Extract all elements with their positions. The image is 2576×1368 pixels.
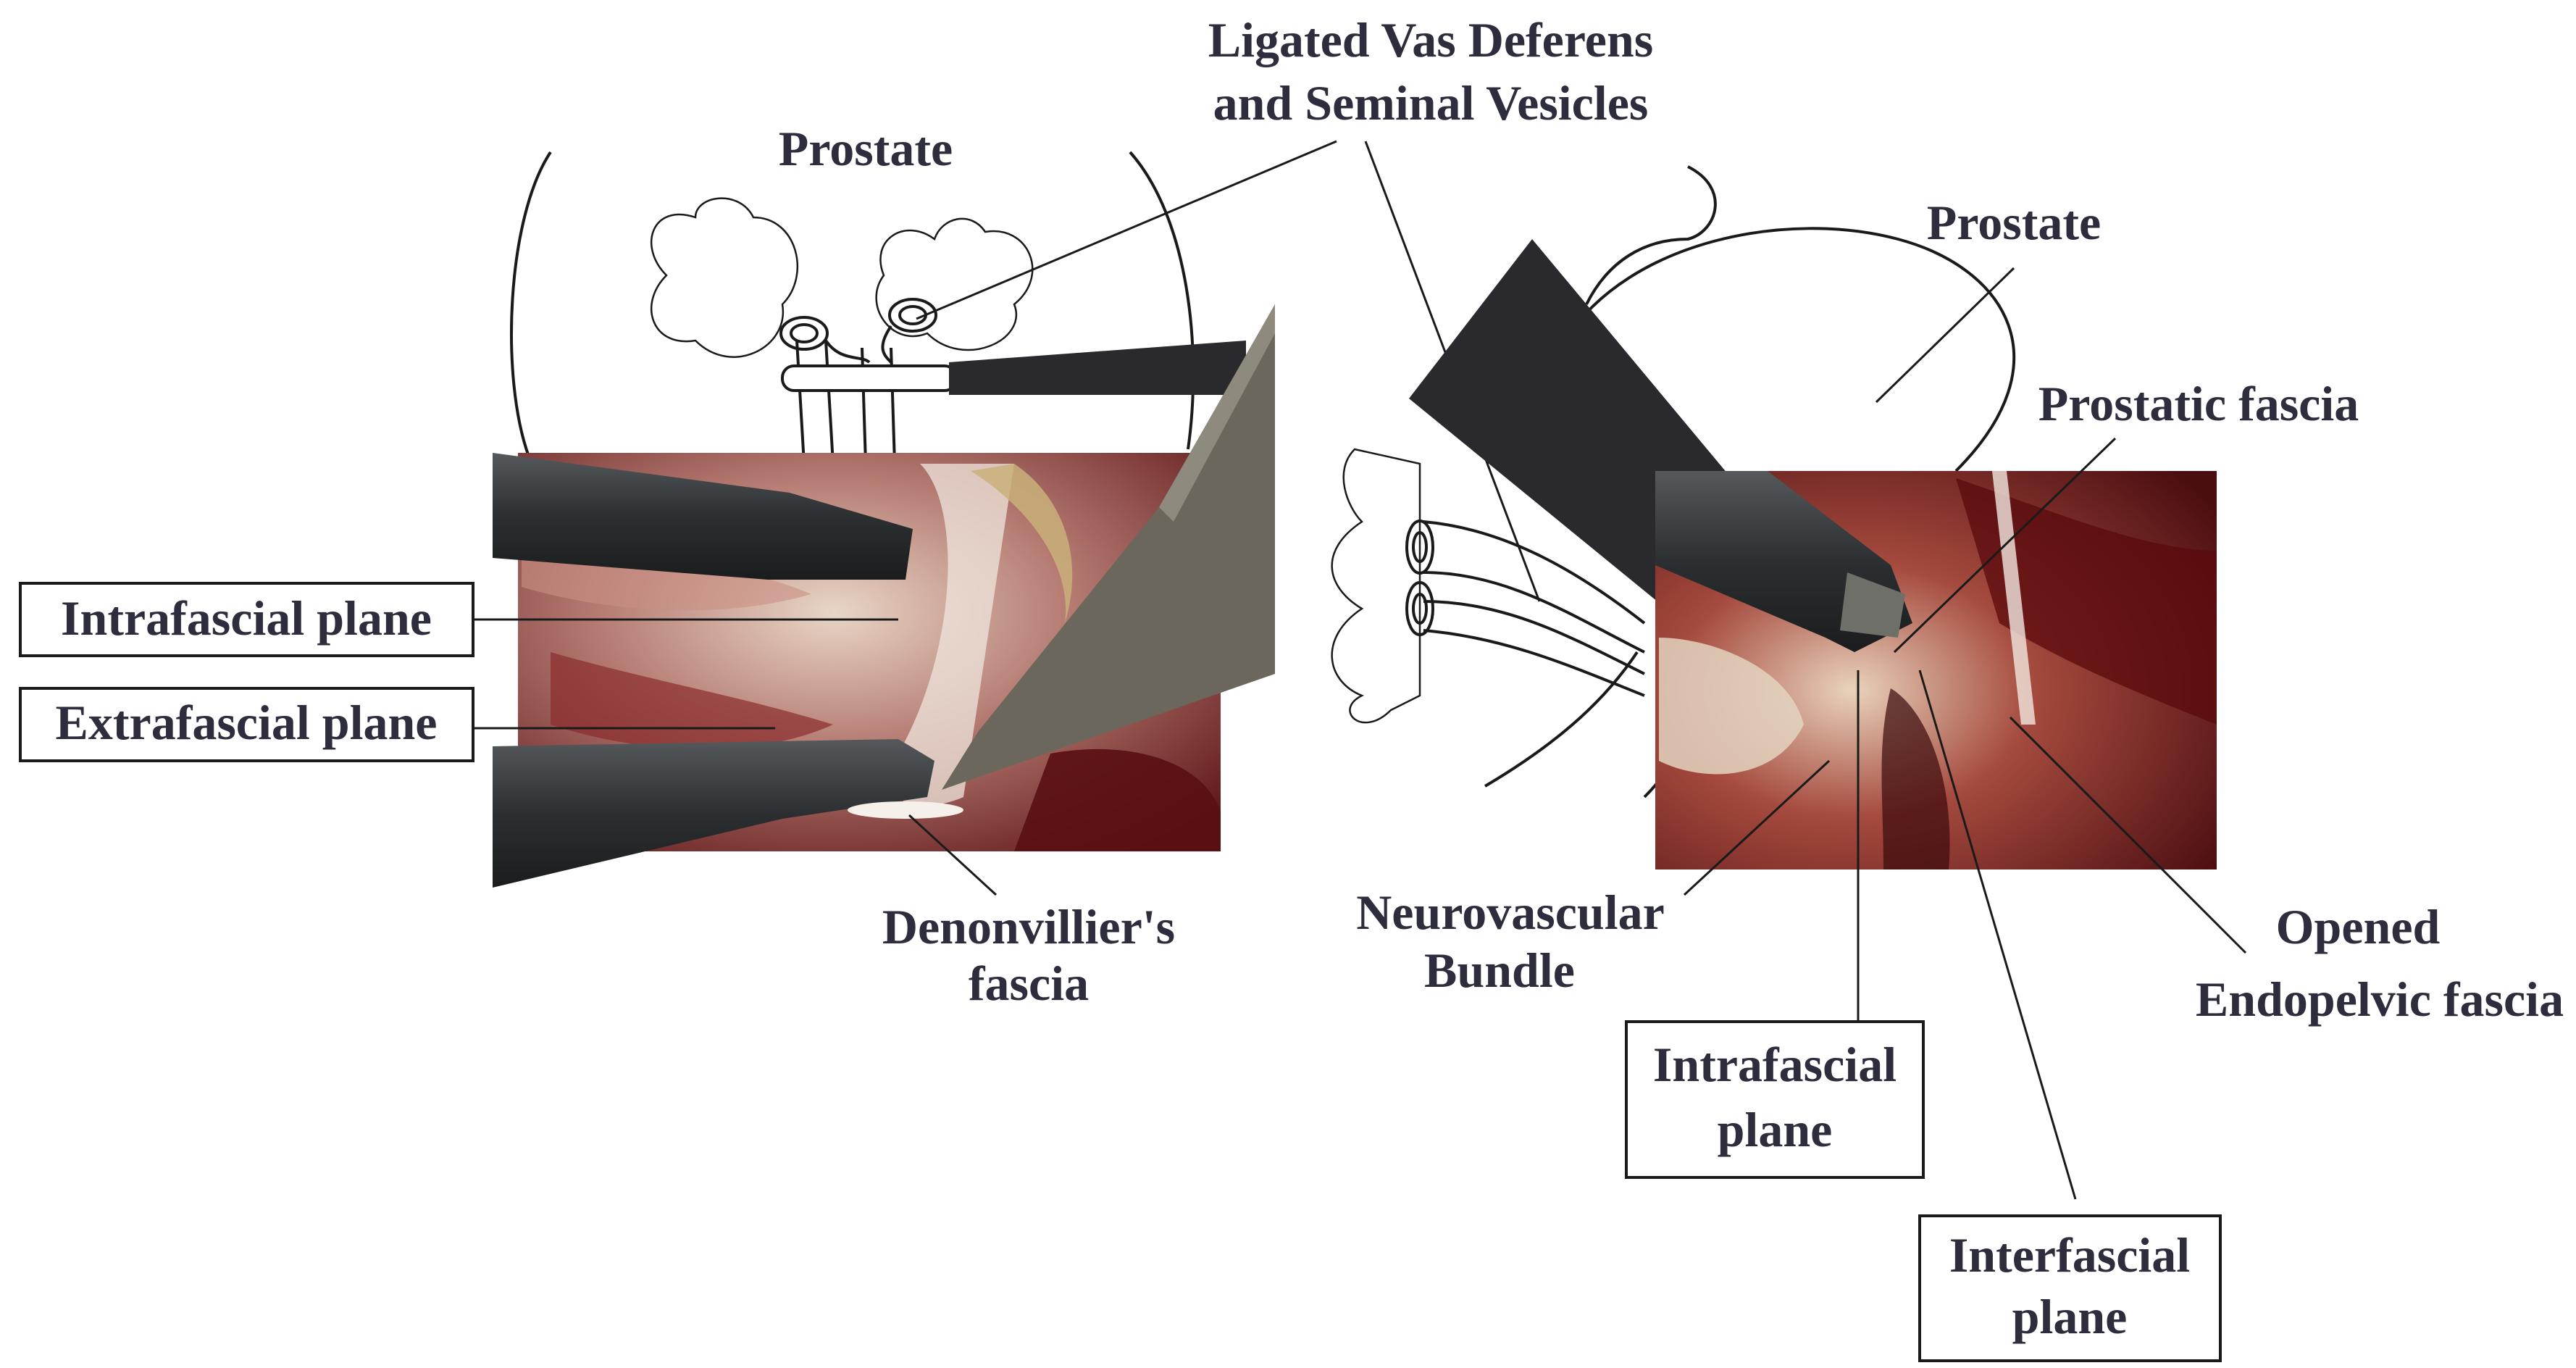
denonvillier-label-line1: Denonvillier's <box>882 899 1175 954</box>
prostatic-fascia-leader <box>1893 437 2117 654</box>
denonvillier-label-line2: fascia <box>969 956 1089 1011</box>
seminal-vesicle-sketch-right <box>875 217 1034 351</box>
intrafascial-box-right <box>1625 1020 1925 1179</box>
prostate-outline-right <box>1563 227 2016 472</box>
ligated-vas-label-group: Ligated Vas Deferens and Seminal Vesicle… <box>916 12 1654 602</box>
seminal-vesicle-sketch-left <box>650 197 798 358</box>
intrafascial-label-left: Intrafascial plane <box>61 591 432 646</box>
interfascial-label-line1: Interfascial <box>1949 1227 2190 1282</box>
prostate-label-left: Prostate <box>779 121 953 176</box>
seminal-vesicle-sketch-right-panel <box>1331 448 1421 724</box>
interfascial-box <box>1918 1214 2222 1362</box>
grasper-lower-left <box>493 739 934 888</box>
opened-label-line1: Opened <box>2276 899 2441 954</box>
prostate-outline-left <box>510 151 1195 457</box>
retractor-blade-left <box>942 304 1275 790</box>
grasper-upper-left <box>493 453 913 580</box>
nvb-label-line2: Bundle <box>1424 943 1575 998</box>
bladder-fold-sketch <box>1585 165 1717 305</box>
extrafascial-label-left: Extrafascial plane <box>56 695 438 750</box>
nvb-label-line1: Neurovascular <box>1356 885 1665 940</box>
intrafascial-right-line2: plane <box>1718 1102 1833 1157</box>
prostate-label-right: Prostate <box>1927 195 2101 250</box>
prostate-leader-right <box>1875 267 2015 404</box>
denonvillier-fascia-highlight <box>848 801 963 819</box>
ligated-vas-label-line1: Ligated Vas Deferens <box>1208 12 1654 67</box>
extrafascial-box-left <box>19 687 474 762</box>
ligated-tubes-icon <box>779 298 937 464</box>
right-panel: Prostate Prostatic fascia Neurovascular … <box>1331 165 2564 1362</box>
interfascial-leader <box>1918 670 2077 1200</box>
prostatic-fascia-label: Prostatic fascia <box>2038 376 2359 431</box>
denonvillier-leader <box>908 814 998 896</box>
ligated-vas-leader-left <box>916 140 1337 320</box>
nvb-leader <box>1683 759 1831 896</box>
ligated-tubes-icon-right <box>1405 520 1646 697</box>
ligated-vas-label-line2: and Seminal Vesicles <box>1213 75 1649 130</box>
left-panel: Prostate Intrafascial plane Extrafascial… <box>19 121 1275 1011</box>
opened-leader <box>2009 716 2247 954</box>
opened-label-line2: Endopelvic fascia <box>2196 972 2564 1027</box>
interfascial-label-line2: plane <box>2012 1289 2128 1344</box>
intrafascial-right-line1: Intrafascial <box>1653 1037 1897 1092</box>
laparoscopic-grasper-icon <box>781 341 1246 395</box>
